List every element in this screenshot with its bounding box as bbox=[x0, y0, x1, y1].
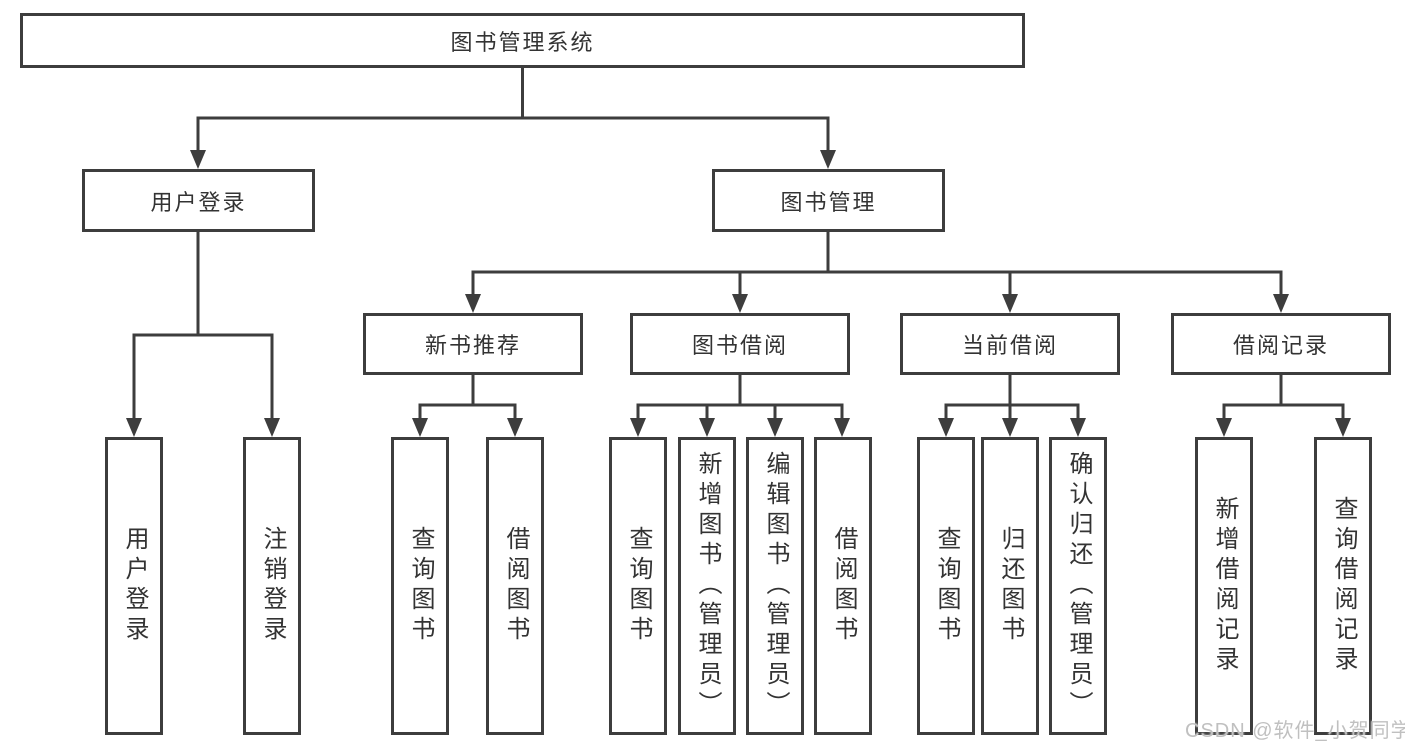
leaf-borrow-books-newbook: 借阅图书 bbox=[486, 437, 544, 735]
leaf-label: 借阅图书 bbox=[830, 526, 857, 646]
connector-newbook-to-children bbox=[412, 375, 523, 437]
connector-root-to-level2 bbox=[190, 68, 836, 169]
leaf-label: 新增借阅记录 bbox=[1211, 496, 1238, 676]
leaf-label: 查询借阅记录 bbox=[1330, 496, 1357, 676]
leaf-confirm-return-admin: 确认归还（管理员） bbox=[1049, 437, 1107, 735]
node-borrowing-records: 借阅记录 bbox=[1171, 313, 1391, 375]
leaf-label: 查询图书 bbox=[407, 526, 434, 646]
leaf-label: 归还图书 bbox=[997, 526, 1024, 646]
leaf-query-books-newbook: 查询图书 bbox=[391, 437, 449, 735]
leaf-user-login: 用户登录 bbox=[105, 437, 163, 735]
leaf-logout: 注销登录 bbox=[243, 437, 301, 735]
node-new-book-recommend: 新书推荐 bbox=[363, 313, 583, 375]
leaf-label: 查询图书 bbox=[933, 526, 960, 646]
leaf-label: 借阅图书 bbox=[502, 526, 529, 646]
leaf-label: 用户登录 bbox=[121, 526, 148, 646]
node-user-login: 用户登录 bbox=[82, 169, 315, 232]
leaf-add-borrow-record: 新增借阅记录 bbox=[1195, 437, 1253, 735]
connector-userlogin-to-children bbox=[126, 232, 280, 437]
leaf-add-book-admin: 新增图书（管理员） bbox=[678, 437, 736, 735]
leaf-edit-book-admin: 编辑图书（管理员） bbox=[746, 437, 804, 735]
leaf-borrow-books-borrow: 借阅图书 bbox=[814, 437, 872, 735]
leaf-label: 查询图书 bbox=[625, 526, 652, 646]
leaf-query-books-current: 查询图书 bbox=[917, 437, 975, 735]
node-library-system: 图书管理系统 bbox=[20, 13, 1025, 68]
connector-bookborrow-to-children bbox=[630, 375, 850, 437]
leaf-return-book: 归还图书 bbox=[981, 437, 1039, 735]
connector-borrowrecord-to-children bbox=[1216, 375, 1351, 437]
connector-currentborrow-to-children bbox=[938, 375, 1086, 437]
leaf-query-books-borrow: 查询图书 bbox=[609, 437, 667, 735]
leaf-label: 确认归还（管理员） bbox=[1065, 451, 1092, 721]
csdn-watermark: CSDN @软件_小贺同学 bbox=[1185, 720, 1405, 742]
node-book-management: 图书管理 bbox=[712, 169, 945, 232]
leaf-query-borrow-record: 查询借阅记录 bbox=[1314, 437, 1372, 735]
leaf-label: 新增图书（管理员） bbox=[694, 451, 721, 721]
node-book-borrowing: 图书借阅 bbox=[630, 313, 850, 375]
connector-bookmgmt-to-level3 bbox=[465, 232, 1289, 313]
node-current-borrowing: 当前借阅 bbox=[900, 313, 1120, 375]
leaf-label: 注销登录 bbox=[259, 526, 286, 646]
leaf-label: 编辑图书（管理员） bbox=[762, 451, 789, 721]
